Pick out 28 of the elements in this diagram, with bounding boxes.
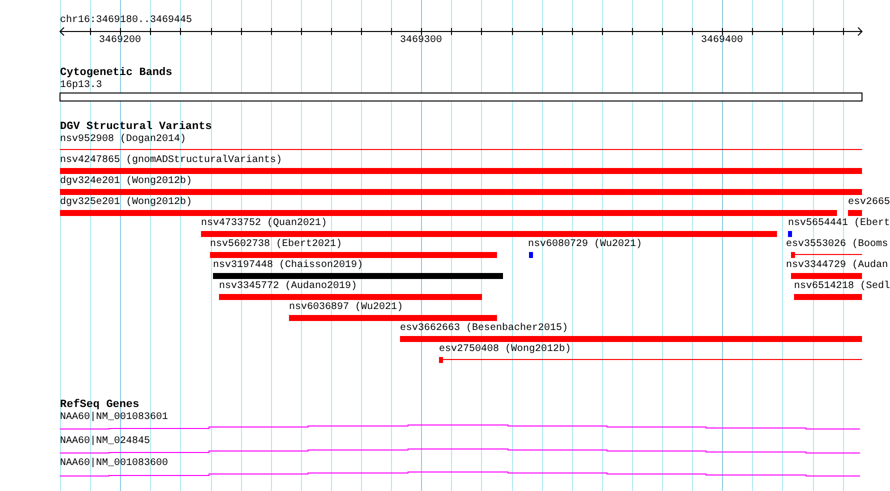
variant-label: nsv6080729 (Wu2021) [528,239,642,250]
variant-label: dgv325e201 (Wong2012b) [60,197,192,208]
variant-label: nsv3197448 (Chaisson2019) [213,260,364,271]
variant-label: nsv4247865 (gnomADStructuralVariants) [60,155,282,166]
track-title: RefSeq Genes [60,400,140,411]
axis-tick-label: 3469400 [701,35,744,46]
variant-label: nsv5654441 (Ebert [788,218,890,229]
track-title: DGV Structural Variants [60,122,212,133]
variant-label: nsv3344729 (Audan [786,260,888,271]
band-label: 16p13.3 [60,80,102,91]
variant-label: nsv6514218 (Sedl [794,281,890,292]
track-title: Cytogenetic Bands [60,68,172,79]
variant-label: nsv952908 (Dogan2014) [60,134,186,145]
gene-label: NAA60|NM_001083601 [60,412,168,423]
axis-tick-label: 3469300 [400,35,442,46]
gene-label: NAA60|NM_024845 [60,436,150,447]
gene-label: NAA60|NM_001083600 [60,458,168,469]
variant-label: esv2665 [848,197,890,208]
variant-label: nsv4733752 (Quan2021) [201,218,328,229]
variant-label: nsv6036897 (Wu2021) [289,302,404,313]
variant-label: dgv324e201 (Wong2012b) [60,176,192,187]
variant-label: esv2750408 (Wong2012b) [439,344,572,355]
variant-label: esv3662663 (Besenbacher2015) [400,323,568,334]
axis-tick-label: 3469200 [99,35,142,46]
variant-label: nsv5602738 (Ebert2021) [210,239,342,250]
coordinate-range: chr16:3469180..3469445 [60,15,192,26]
variant-label: nsv3345772 (Audano2019) [219,281,358,292]
variant-label: esv3553026 (Booms [786,239,888,250]
